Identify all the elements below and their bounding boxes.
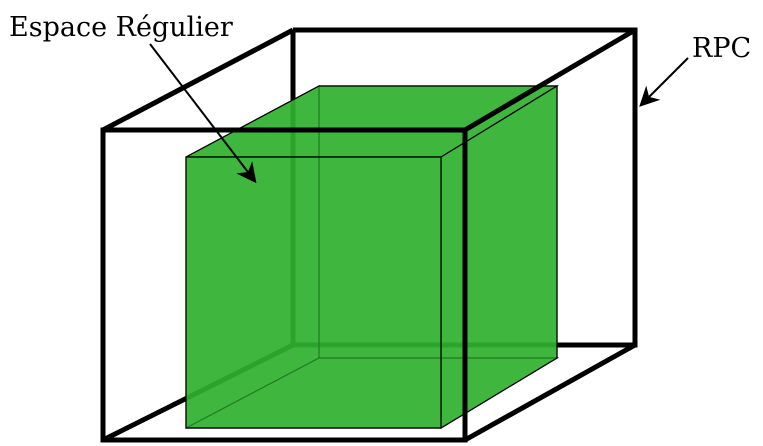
- inner-cube: [185, 84, 560, 430]
- rpc-arrow: [639, 57, 689, 107]
- inner-cube-front-face: [185, 156, 442, 429]
- outer-cube-depth-edge-top-left: [101, 27, 295, 133]
- outer-cube-depth-edge-bottom-right: [463, 342, 637, 443]
- regular-space-arrow: [149, 43, 257, 184]
- outer-cube-front: [100, 27, 637, 443]
- rpc-label: RPC: [692, 33, 751, 64]
- regular-space-label: Espace Régulier: [9, 12, 233, 43]
- outer-cube-depth-edge-top-right: [463, 27, 637, 133]
